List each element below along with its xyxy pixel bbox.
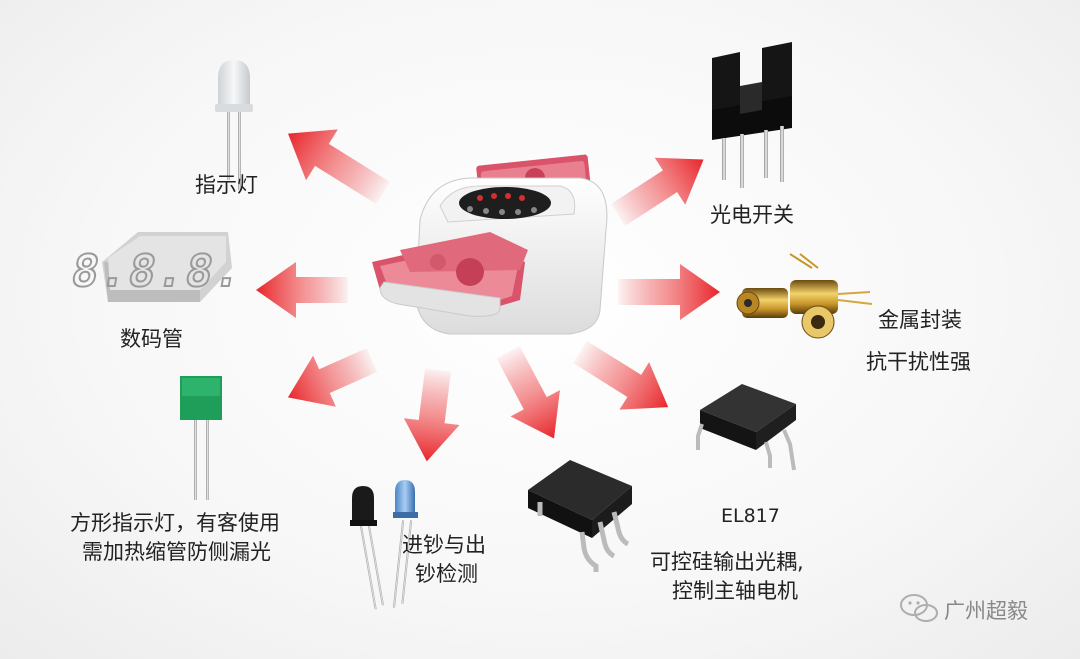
- label-metal-pkg-line2: 抗干扰性强: [866, 350, 971, 374]
- label-optocoupler-line1: 可控硅输出光耦,: [650, 550, 804, 574]
- label-optocoupler-line2: 控制主轴电机: [672, 579, 798, 603]
- label-detect-line2: 钞检测: [415, 562, 478, 586]
- arrow-detect: [403, 368, 460, 462]
- square-green-led-image: [180, 376, 222, 500]
- arrow-indicator-light: [288, 129, 390, 205]
- label-square-indicator-line2: 需加热缩管防侧漏光: [82, 540, 271, 564]
- ir-led-pair-image: [350, 480, 418, 610]
- optocoupler-chip-image: [528, 460, 632, 572]
- machine-display: [459, 187, 551, 219]
- arrow-el817: [573, 340, 669, 410]
- arrow-digital-tube: [256, 262, 348, 318]
- watermark-text: 广州超毅: [944, 599, 1028, 623]
- display-digits: 8.8.8.: [68, 246, 248, 297]
- watermark: 广州超毅: [900, 594, 1028, 623]
- wechat-icon: [900, 594, 938, 622]
- metal-can-sensor-image: [736, 253, 873, 339]
- arrow-metal-pkg: [618, 264, 720, 320]
- arrow-square-indicator: [287, 348, 378, 407]
- arrow-optocoupler: [496, 345, 560, 439]
- indicator-led-image: [215, 60, 253, 190]
- label-metal-pkg-line1: 金属封装: [878, 308, 962, 332]
- label-square-indicator-line1: 方形指示灯，有客使用: [70, 511, 280, 535]
- label-photo-switch: 光电开关: [710, 203, 794, 227]
- arrow-photo-switch: [610, 157, 704, 226]
- label-indicator-light: 指示灯: [195, 173, 258, 197]
- photo-interrupter-image: [712, 42, 792, 188]
- label-digital-tube: 数码管: [120, 327, 183, 351]
- seven-segment-display-image: 8.8.8.: [67, 232, 248, 302]
- currency-counter-machine: [372, 154, 608, 335]
- label-detect-line1: 进钞与出: [402, 533, 486, 557]
- label-el817: EL817: [721, 505, 780, 527]
- el817-chip-image: [696, 384, 796, 471]
